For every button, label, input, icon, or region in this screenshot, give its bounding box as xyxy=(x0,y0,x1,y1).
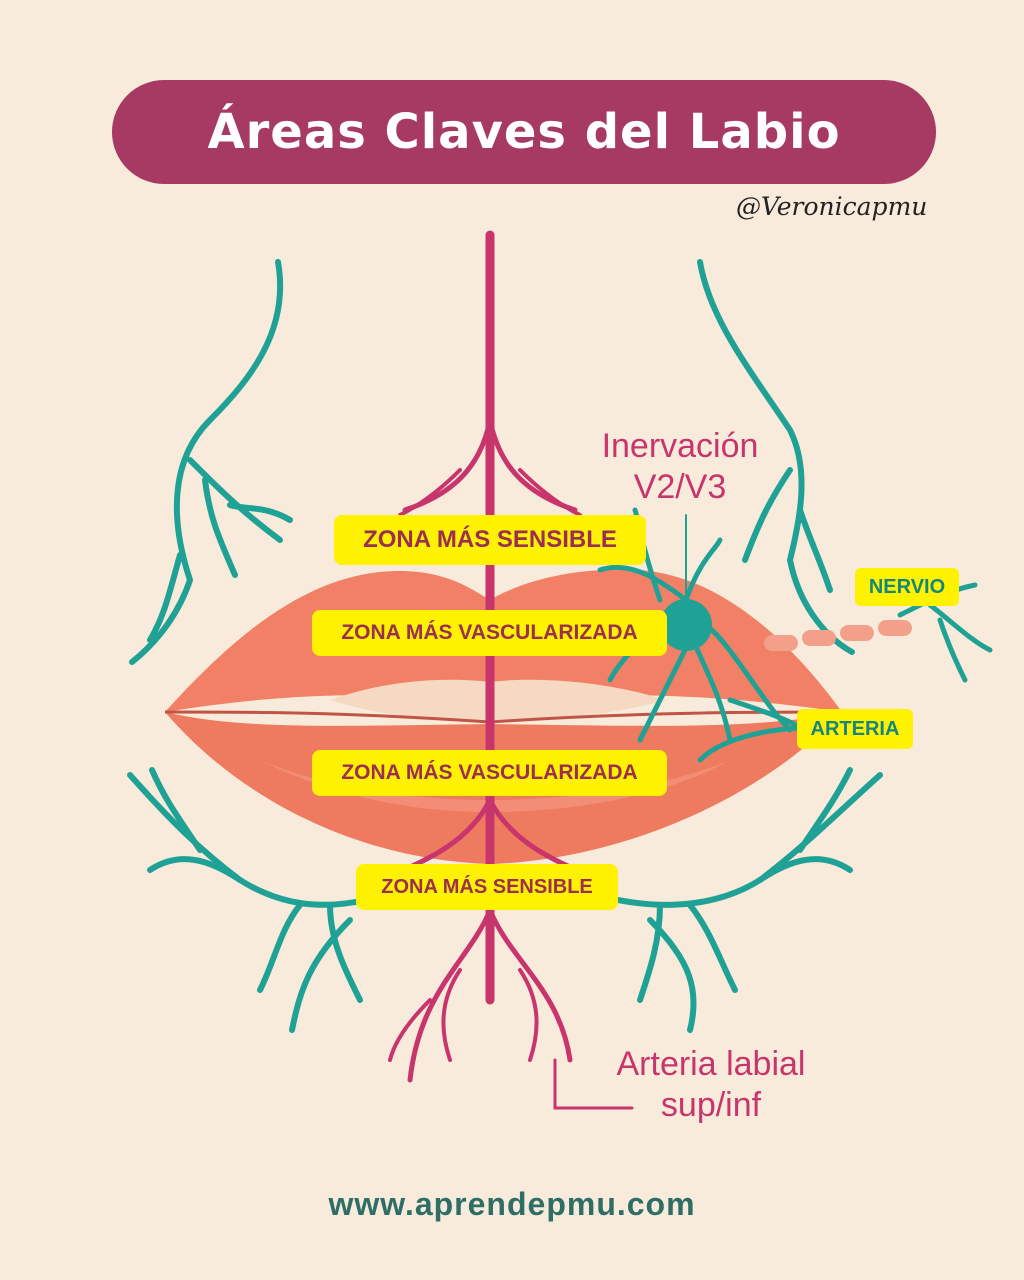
arteria-labial-label: Arteria labial sup/inf xyxy=(596,1044,826,1126)
title-banner: Áreas Claves del Labio xyxy=(112,80,936,184)
author-handle: @Veronicapmu xyxy=(736,192,928,221)
zone-lower-sensible: ZONA MÁS SENSIBLE xyxy=(356,864,618,910)
page-title: Áreas Claves del Labio xyxy=(207,104,841,160)
zone-lower-vascular: ZONA MÁS VASCULARIZADA xyxy=(312,750,667,796)
nerve-branch-icon-lower xyxy=(127,767,883,1033)
nerve-fiber xyxy=(764,620,912,651)
teeth xyxy=(330,679,665,721)
zone-upper-vascular: ZONA MÁS VASCULARIZADA xyxy=(312,610,667,656)
arteria-labial-line2: sup/inf xyxy=(660,1085,762,1124)
neuron-body xyxy=(660,599,712,651)
inervacion-label: Inervación V2/V3 xyxy=(580,426,780,508)
nerve-branch-icon xyxy=(129,259,855,665)
inervacion-line1: Inervación xyxy=(601,427,759,465)
inervacion-line2: V2/V3 xyxy=(633,467,727,506)
arteria-tag: ARTERIA xyxy=(797,709,913,749)
zone-upper-sensible: ZONA MÁS SENSIBLE xyxy=(334,515,646,565)
website-link[interactable]: www.aprendepmu.com xyxy=(328,1186,696,1222)
lower-lip-shine xyxy=(260,760,730,812)
arteria-labial-line1: Arteria labial xyxy=(616,1045,806,1083)
nervio-tag: NERVIO xyxy=(855,568,959,606)
